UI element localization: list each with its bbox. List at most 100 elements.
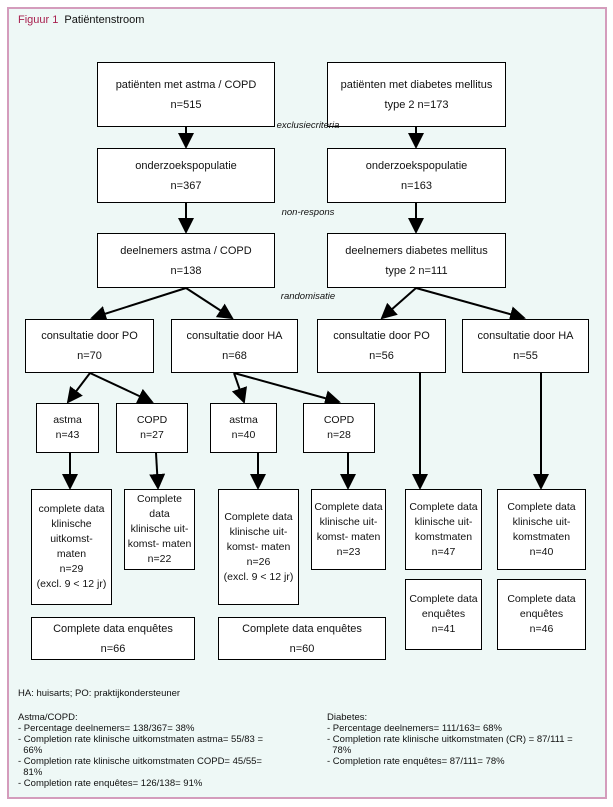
flow-box-b4: onderzoekspopulatie n=163: [327, 148, 506, 203]
box-line: consultatie door HA: [186, 330, 283, 342]
box-line: COPD: [323, 414, 355, 426]
box-line: patiënten met diabetes mellitus: [340, 78, 493, 91]
box-line: komstmaten: [512, 530, 571, 543]
box-line: klinische uit-: [414, 515, 473, 528]
box-line: n=40: [231, 429, 256, 441]
box-line: Complete data: [507, 500, 576, 513]
flow-box-b1: patiënten met astma / COPD n=515: [97, 62, 275, 127]
box-line: n=515: [170, 98, 202, 111]
box-line: Complete data enquêtes: [53, 622, 173, 635]
box-line: klinische: [51, 518, 92, 530]
box-line: n=29: [59, 563, 84, 575]
box-line: enquêtes: [421, 608, 466, 620]
box-line: komstmaten: [414, 530, 473, 543]
box-line: astma: [53, 414, 82, 426]
flow-arrow: [415, 287, 526, 322]
flow-box-b2: patiënten met diabetes mellitus type 2 n=…: [327, 62, 506, 127]
box-line: Complete data enquêtes: [242, 622, 362, 635]
box-line: consultatie door HA: [477, 330, 574, 342]
right-heading: Diabetes:: [327, 712, 368, 723]
box-line: klinische uit-: [512, 515, 571, 528]
box-line: onderzoekspopulatie: [365, 159, 468, 172]
flow-box-b9: consultatie door PO n=56: [317, 319, 446, 373]
left-line: - Completion rate klinische uitkomstmate…: [18, 734, 264, 756]
left-heading: Astma/COPD:: [18, 712, 78, 723]
box-line: patiënten met astma / COPD: [115, 78, 257, 91]
box-line: (excl. 9 < 12 jr): [36, 578, 107, 590]
box-line: type 2 n=173: [384, 98, 449, 111]
box-line: klinische uit-: [130, 523, 189, 535]
box-line: n=27: [140, 429, 164, 441]
flow-arrow: [90, 287, 187, 322]
figure-title: Figuur 1 Patiëntenstroom: [18, 14, 144, 26]
box-line: n=70: [77, 350, 102, 362]
abbreviations: HA: huisarts; PO: praktijkondersteuner: [18, 688, 181, 699]
flow-arrow: [233, 372, 341, 406]
flow-arrow: [89, 372, 154, 404]
box-line: Complete data: [224, 510, 293, 523]
box-line: n=40: [529, 545, 554, 558]
box-line: n=60: [289, 642, 315, 655]
footer-left: Astma/COPD: - Percentage deelnemers= 138…: [18, 712, 263, 789]
right-line: - Percentage deelnemers= 111/163= 68%: [327, 723, 502, 734]
box-line: deelnemers diabetes mellitus: [345, 244, 488, 257]
box-line: Complete data: [409, 500, 478, 513]
box-line: enquêtes: [519, 608, 564, 620]
box-line: n=56: [369, 350, 394, 362]
figure-title-text: Patiëntenstroom: [64, 14, 145, 26]
label-exclusion: exclusiecriteria: [276, 120, 340, 131]
box-line: maten: [56, 548, 87, 560]
box-line: consultatie door PO: [333, 330, 430, 342]
box-line: klinische uit-: [319, 515, 378, 528]
box-line: onderzoekspopulatie: [135, 159, 237, 172]
flow-arrow: [185, 287, 234, 320]
box-line: n=138: [170, 264, 202, 277]
flow-box-b24: Complete data enquêtes n=60: [218, 617, 386, 660]
figure-label: Figuur 1: [18, 14, 59, 26]
box-line: (excl. 9 < 12 jr): [223, 570, 294, 583]
footer-right: Diabetes: - Percentage deelnemers= 111/1…: [327, 712, 573, 767]
flow-box-b7: consultatie door PO n=70: [25, 319, 154, 373]
flow-arrow: [380, 287, 417, 320]
box-line: Complete data: [137, 493, 182, 520]
box-line: n=163: [401, 179, 432, 192]
flow-box-b20: Complete data klinische uit-komstmaten n=4…: [497, 489, 586, 570]
box-line: uitkomst-: [50, 533, 93, 545]
flow-box-b23: Complete data enquêtes n=66: [31, 617, 195, 660]
box-line: COPD: [136, 414, 168, 426]
left-line: - Completion rate enquêtes= 126/138= 91%: [18, 778, 203, 789]
box-line: n=47: [431, 545, 456, 558]
flow-arrow: [231, 372, 247, 404]
left-line: - Percentage deelnemers= 138/367= 38%: [18, 723, 195, 734]
box-line: komst- maten: [226, 540, 291, 553]
flow-box-b3: onderzoekspopulatie n=367: [97, 148, 275, 203]
flow-box-b12: COPD n=27: [116, 403, 188, 453]
flow-box-b13: astma n=40: [210, 403, 277, 453]
box-line: n=43: [55, 429, 80, 441]
box-line: komst- maten: [127, 538, 192, 550]
box-line: n=26: [246, 555, 271, 568]
flow-box-b19: Complete data klinische uit-komstmaten n=4…: [405, 489, 482, 570]
box-line: Complete data: [314, 500, 383, 513]
label-nonresponse: non-respons: [281, 207, 335, 218]
box-line: astma: [229, 414, 258, 426]
box-line: Complete data: [409, 593, 478, 605]
right-line: - Completion rate klinische uitkomstmate…: [327, 734, 573, 756]
flow-arrow: [149, 452, 166, 490]
box-line: n=367: [170, 179, 202, 192]
right-line: - Completion rate enquêtes= 87/111= 78%: [327, 756, 505, 767]
box-line: n=46: [529, 623, 554, 635]
left-line: - Completion rate klinische uitkomstmate…: [18, 756, 262, 778]
box-line: consultatie door PO: [41, 330, 138, 342]
box-line: deelnemers astma / COPD: [120, 244, 252, 257]
box-line: n=66: [100, 642, 126, 655]
